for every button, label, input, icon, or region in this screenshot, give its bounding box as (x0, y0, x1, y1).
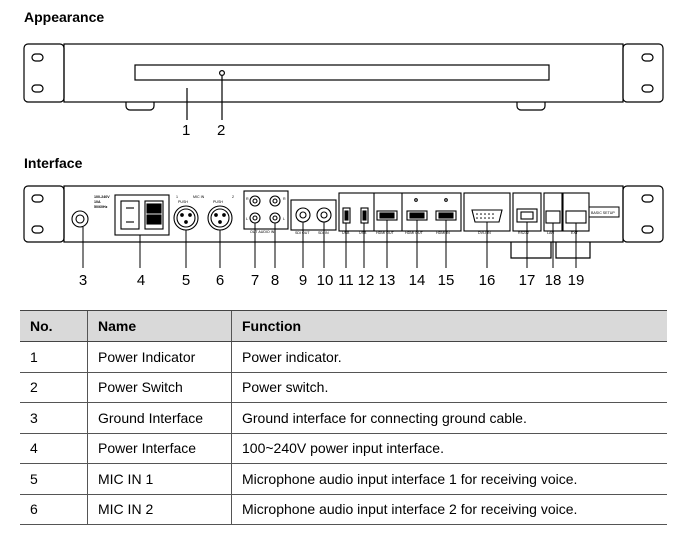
cell-no: 6 (20, 494, 88, 525)
ground-terminal[interactable] (71, 210, 89, 228)
rear-callout-19: 19 (568, 272, 585, 289)
header-function: Function (231, 310, 667, 342)
table-row: 3 Ground Interface Ground interface for … (20, 402, 667, 434)
audio-l-label: L (246, 217, 248, 221)
mic-2-number: 2 (232, 195, 234, 199)
hdmi-out-2-port[interactable] (406, 210, 428, 221)
cell-name: Power Switch (87, 372, 232, 403)
audio-out-l-jack[interactable] (249, 212, 261, 224)
basic-setup-label: BASIC SETUP (591, 211, 615, 215)
rear-callout-8: 8 (271, 272, 279, 289)
cell-no: 1 (20, 341, 88, 373)
mic-in-label: MIC IN (193, 195, 205, 199)
rs232-label: RS232 (518, 231, 529, 235)
audio-out-r-label: R (283, 197, 286, 201)
cell-function: Power switch. (231, 372, 667, 403)
power-inlet[interactable] (114, 194, 170, 236)
header-name: Name (87, 310, 232, 342)
sdi-in-label: SDI IN (318, 231, 329, 235)
hdmi-out-label-2: HDMI OUT (405, 231, 424, 235)
cell-no: 3 (20, 402, 88, 434)
power-rating-line-3: 50/60Hz (94, 205, 108, 209)
rear-callout-11: 11 (338, 272, 354, 289)
power-rating-line-1: 100-240V (94, 195, 110, 199)
cell-name: Ground Interface (87, 402, 232, 434)
front-callout-1: 1 (182, 122, 190, 139)
rear-callout-6: 6 (216, 272, 224, 289)
cell-name: Power Interface (87, 433, 232, 464)
audio-in-l-jack[interactable] (269, 212, 281, 224)
hdmi-out-label-1: HDMI OUT (376, 231, 395, 235)
rear-callout-7: 7 (251, 272, 259, 289)
usb-port-2[interactable] (360, 207, 369, 224)
audio-in-r-jack[interactable] (269, 195, 281, 207)
interface-table: No. Name Function 1 Power Indicator Powe… (20, 310, 667, 525)
mic-in-1-xlr[interactable] (173, 205, 199, 231)
mic-in-2-xlr[interactable] (207, 205, 233, 231)
rear-callout-18: 18 (545, 272, 562, 289)
cell-function: 100~240V power input interface. (231, 433, 667, 464)
table-header-row: No. Name Function (20, 310, 667, 342)
usb-port-1[interactable] (342, 207, 351, 224)
cell-function: Microphone audio input interface 2 for r… (231, 494, 667, 525)
table-row: 4 Power Interface 100~240V power input i… (20, 433, 667, 464)
dvi-in-label: DVI-I IN (478, 231, 491, 235)
interface-heading: Interface (24, 155, 83, 171)
power-rating-line-2: 10A (94, 200, 101, 204)
cell-function: Ground interface for connecting ground c… (231, 402, 667, 434)
cell-no: 4 (20, 433, 88, 464)
hdmi-in-label: HDMI IN (436, 231, 450, 235)
front-panel-drawing: 1 2 (23, 43, 664, 139)
hdmi-in-port[interactable] (435, 210, 457, 221)
rear-callout-10: 10 (317, 272, 334, 289)
audio-out-l-label: L (283, 217, 285, 221)
audio-in-label: OUT AUDIO IN (250, 230, 275, 234)
sdi-out-bnc[interactable] (295, 207, 311, 223)
header-no: No. (20, 310, 88, 342)
rear-panel-drawing: 100-240V 10A 50/60Hz MIC IN 1 2 PUSH PUS… (23, 185, 664, 289)
cell-function: Power indicator. (231, 341, 667, 373)
rear-callout-5: 5 (182, 272, 190, 289)
audio-out-r-jack[interactable] (249, 195, 261, 207)
cell-function: Microphone audio input interface 1 for r… (231, 463, 667, 495)
rear-callout-12: 12 (358, 272, 375, 289)
lan-label: LAN (547, 231, 554, 235)
rear-callout-15: 15 (438, 272, 455, 289)
appearance-heading: Appearance (24, 9, 105, 25)
table-row: 5 MIC IN 1 Microphone audio input interf… (20, 463, 667, 495)
rear-callout-13: 13 (379, 272, 396, 289)
rear-callout-17: 17 (519, 272, 536, 289)
push-label-1: PUSH (178, 200, 188, 204)
mic-1-number: 1 (176, 195, 178, 199)
hdmi-out-1-port[interactable] (376, 210, 398, 221)
rear-callout-4: 4 (137, 272, 145, 289)
ext-label: EXT (571, 231, 579, 235)
push-label-2: PUSH (213, 200, 223, 204)
cell-name: Power Indicator (87, 341, 232, 373)
cell-name: MIC IN 2 (87, 494, 232, 525)
table-row: 2 Power Switch Power switch. (20, 372, 667, 403)
usb-label-2: USB (359, 231, 367, 235)
cell-name: MIC IN 1 (87, 463, 232, 495)
audio-r-label: R (246, 197, 249, 201)
table-row: 1 Power Indicator Power indicator. (20, 341, 667, 373)
rear-callout-3: 3 (79, 272, 87, 289)
rear-callout-16: 16 (479, 272, 496, 289)
rear-callout-14: 14 (409, 272, 426, 289)
sdi-in-bnc[interactable] (316, 207, 332, 223)
cell-no: 5 (20, 463, 88, 495)
cell-no: 2 (20, 372, 88, 403)
front-callout-2: 2 (217, 122, 225, 139)
rear-callout-9: 9 (299, 272, 307, 289)
table-row: 6 MIC IN 2 Microphone audio input interf… (20, 494, 667, 525)
